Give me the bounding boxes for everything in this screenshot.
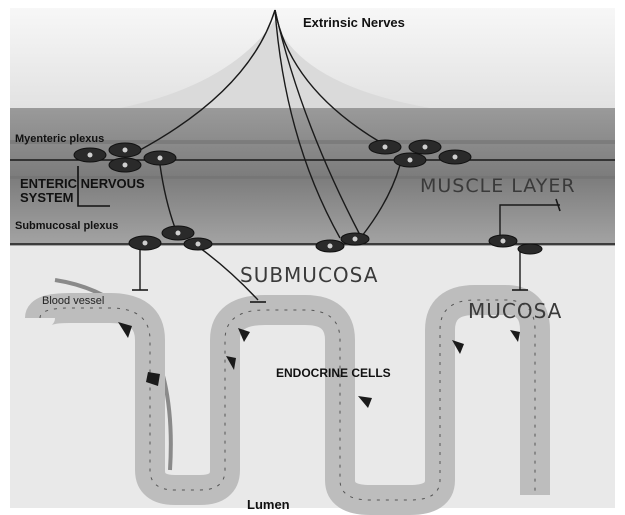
neuron-nucleus xyxy=(453,155,458,160)
myenteric-plexus-label: Myenteric plexus xyxy=(15,133,104,145)
enteric-nervous-system-label: ENTERIC NERVOUS xyxy=(20,176,145,191)
neuron-nucleus xyxy=(328,244,333,249)
neuron-nucleus xyxy=(423,145,428,150)
neuron-nucleus xyxy=(196,242,201,247)
neuron-nucleus xyxy=(383,145,388,150)
submucosal-plexus-label: Submucosal plexus xyxy=(15,220,118,232)
neuron-nucleus xyxy=(123,148,128,153)
neuron xyxy=(518,244,542,254)
extrinsic-nerves-label: Extrinsic Nerves xyxy=(303,15,405,30)
lumen-label: Lumen xyxy=(247,497,290,512)
mucosa-label: MUCOSA xyxy=(468,299,562,323)
neuron-nucleus xyxy=(123,163,128,168)
neuron-nucleus xyxy=(176,231,181,236)
enteric-nervous-system-label-line2: SYSTEM xyxy=(20,190,73,205)
neuron-nucleus xyxy=(143,241,148,246)
neuron-nucleus xyxy=(88,153,93,158)
neuron-nucleus xyxy=(501,239,506,244)
blood-vessel-label: Blood vessel xyxy=(42,295,104,307)
neuron-nucleus xyxy=(408,158,413,163)
muscle-layer-label: MUSCLE LAYER xyxy=(420,175,576,197)
endocrine-cells-label: ENDOCRINE CELLS xyxy=(276,366,391,380)
neuron-nucleus xyxy=(158,156,163,161)
neuron-nucleus xyxy=(353,237,358,242)
submucosa-label: SUBMUCOSA xyxy=(240,263,378,287)
